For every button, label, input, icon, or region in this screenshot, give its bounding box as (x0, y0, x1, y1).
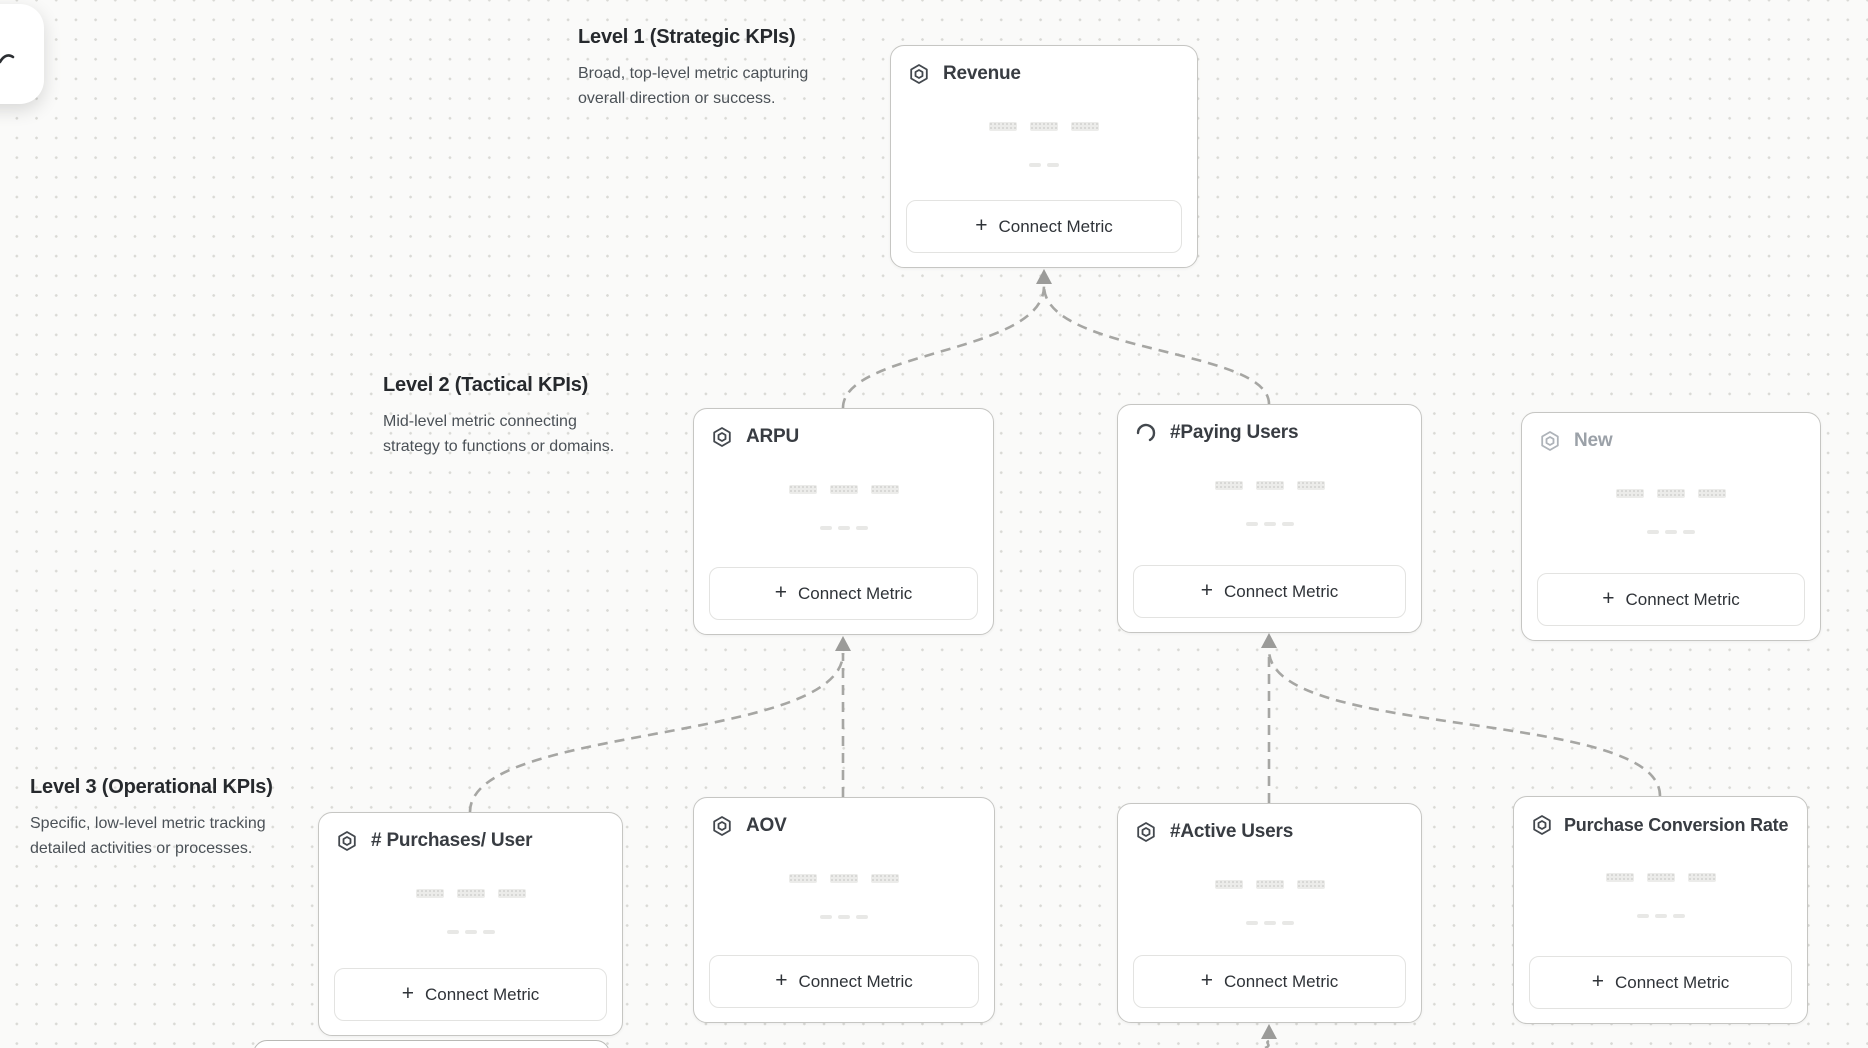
connect-metric-button[interactable]: + Connect Metric (334, 968, 607, 1021)
metric-node-partial-bottom[interactable] (253, 1040, 610, 1048)
connect-metric-button[interactable]: + Connect Metric (1133, 955, 1406, 1008)
section-level2-description: Mid-level metric connecting strategy to … (383, 413, 615, 455)
metric-placeholder-dashes (694, 915, 994, 919)
edge-payingusers-revenue (1042, 285, 1271, 405)
connect-metric-button[interactable]: + Connect Metric (709, 567, 978, 620)
connect-metric-label: Connect Metric (1625, 589, 1740, 609)
node-header: New (1538, 429, 1806, 453)
node-header: #Paying Users (1134, 421, 1407, 445)
metric-node-revenue[interactable]: Revenue + Connect Metric (890, 45, 1198, 268)
hexagon-metric-icon (1134, 820, 1158, 844)
section-level1: Level 1 (Strategic KPIs) Broad, top-leve… (578, 26, 858, 111)
edge-purchases-arpu (468, 652, 845, 813)
hexagon-metric-icon (907, 62, 931, 86)
metric-node-title: Purchase Conversion Rate (1564, 814, 1789, 835)
metric-placeholder-bars (694, 874, 994, 883)
connect-metric-label: Connect Metric (798, 971, 913, 991)
metric-node-purchase-conversion-rate[interactable]: Purchase Conversion Rate + Connect Metri… (1513, 796, 1808, 1024)
arrowhead-payingusers (1261, 633, 1277, 648)
metric-node-title: # Purchases/ User (371, 830, 533, 851)
node-header: Revenue (907, 62, 1183, 86)
hexagon-metric-icon (710, 425, 734, 449)
plus-icon: + (1602, 587, 1615, 610)
connect-metric-button[interactable]: + Connect Metric (906, 200, 1182, 253)
metric-placeholder-bars (1522, 489, 1820, 498)
metric-placeholder-dashes (1118, 522, 1421, 526)
connect-metric-button[interactable]: + Connect Metric (1133, 565, 1406, 618)
hexagon-metric-icon (335, 829, 359, 853)
edge-offscreen-activeusers (1264, 1039, 1270, 1048)
metric-placeholder-dashes (319, 930, 622, 934)
plus-icon: + (975, 214, 988, 237)
connect-metric-label: Connect Metric (1223, 971, 1339, 991)
hexagon-metric-icon (1538, 429, 1562, 453)
metric-placeholder-dashes (1514, 914, 1807, 918)
connect-metric-button[interactable]: + Connect Metric (1537, 573, 1805, 626)
metric-node-active-users[interactable]: #Active Users + Connect Metric (1117, 803, 1422, 1023)
edge-conversionrate-payingusers (1267, 649, 1662, 797)
section-level3-description: Specific, low-level metric tracking deta… (30, 815, 266, 857)
plus-icon: + (774, 581, 787, 604)
section-level2-title: Level 2 (Tactical KPIs) (383, 374, 589, 396)
plus-icon: + (1200, 579, 1213, 602)
metric-placeholder-dashes (891, 163, 1197, 167)
section-level2: Level 2 (Tactical KPIs) Mid-level metric… (383, 374, 663, 459)
edge-arpu-revenue (841, 285, 1046, 409)
node-header: #Active Users (1134, 820, 1407, 844)
section-level3: Level 3 (Operational KPIs) Specific, low… (30, 776, 330, 861)
metric-placeholder-bars (694, 485, 993, 494)
metric-placeholder-bars (1118, 880, 1421, 889)
metric-placeholder-dashes (1522, 530, 1820, 534)
metric-node-title: #Active Users (1170, 821, 1294, 842)
corner-toolbar-button[interactable] (0, 4, 44, 104)
connect-metric-button[interactable]: + Connect Metric (709, 955, 979, 1008)
arrowhead-activeusers (1261, 1024, 1277, 1039)
connect-metric-label: Connect Metric (424, 984, 540, 1004)
section-level3-title: Level 3 (Operational KPIs) (30, 776, 273, 798)
metric-placeholder-dashes (694, 526, 993, 530)
arrowhead-arpu (835, 636, 851, 651)
connect-metric-button[interactable]: + Connect Metric (1529, 956, 1792, 1009)
connect-metric-label: Connect Metric (797, 583, 913, 603)
node-header: # Purchases/ User (335, 829, 608, 853)
node-header: Purchase Conversion Rate (1530, 813, 1793, 837)
metric-placeholder-bars (1514, 873, 1807, 882)
metric-placeholder-dashes (1118, 921, 1421, 925)
connect-metric-label: Connect Metric (1614, 972, 1730, 992)
metric-node-title: AOV (746, 815, 787, 836)
metric-node-aov[interactable]: AOV + Connect Metric (693, 797, 995, 1023)
metric-node-new[interactable]: New + Connect Metric (1521, 412, 1821, 641)
hexagon-metric-icon (710, 814, 734, 838)
metric-node-arpu[interactable]: ARPU + Connect Metric (693, 408, 994, 635)
arrowhead-revenue (1036, 269, 1052, 284)
metric-node-title: #Paying Users (1170, 422, 1299, 443)
plus-icon: + (1591, 970, 1604, 993)
node-header: ARPU (710, 425, 979, 449)
pen-stroke-icon (0, 54, 15, 64)
node-header: AOV (710, 814, 980, 838)
connect-metric-label: Connect Metric (1223, 581, 1339, 601)
hexagon-metric-icon (1530, 813, 1554, 837)
metric-placeholder-bars (319, 889, 622, 898)
metric-node-title: ARPU (746, 426, 800, 447)
connect-metric-label: Connect Metric (998, 216, 1113, 236)
plus-icon: + (401, 982, 414, 1005)
loading-spinner-icon (1134, 421, 1158, 445)
metric-placeholder-bars (891, 122, 1197, 131)
section-level1-title: Level 1 (Strategic KPIs) (578, 26, 796, 48)
metric-node-purchases-per-user[interactable]: # Purchases/ User + Connect Metric (318, 812, 623, 1036)
plus-icon: + (775, 969, 788, 992)
metric-node-title: Revenue (943, 63, 1021, 84)
plus-icon: + (1200, 969, 1213, 992)
section-level1-description: Broad, top-level metric capturing overal… (578, 65, 809, 107)
metric-node-paying-users[interactable]: #Paying Users + Connect Metric (1117, 404, 1422, 633)
metric-placeholder-bars (1118, 481, 1421, 490)
metric-node-title: New (1574, 430, 1613, 451)
